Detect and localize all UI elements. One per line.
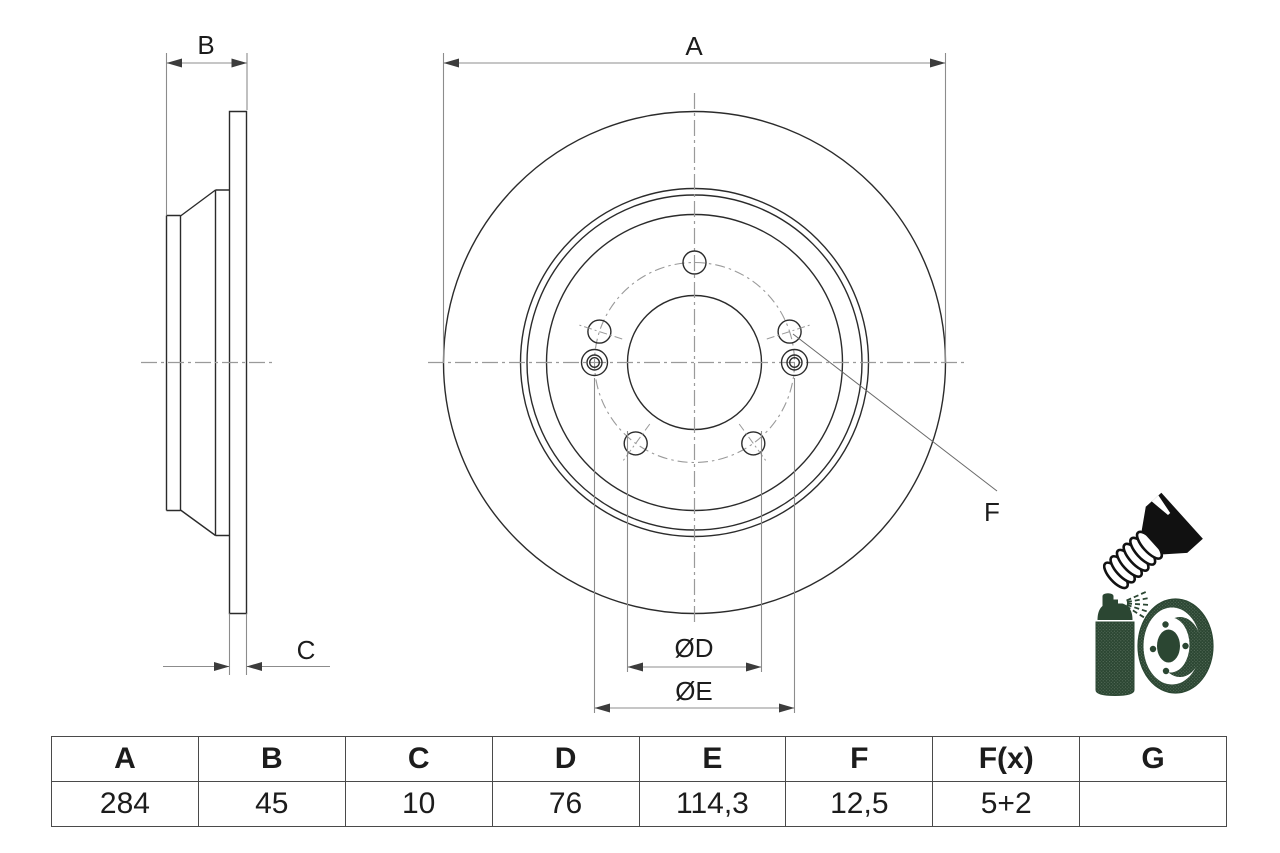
- f-leader-line: [792, 333, 998, 492]
- wheel-bolt-holes: [576, 250, 813, 464]
- spray-can: [1095, 591, 1149, 697]
- value-cell-c: 10: [344, 781, 493, 827]
- dim-label-f: F: [984, 497, 1000, 527]
- coated-disc: [1137, 598, 1214, 694]
- header-cell-fx: F(x): [932, 736, 1081, 782]
- dim-label-a: A: [685, 31, 703, 61]
- technical-drawing: B C: [141, 30, 1214, 713]
- value-cell-e: 114,3: [638, 781, 787, 827]
- header-cell-e: E: [638, 736, 787, 782]
- header-cell-d: D: [491, 736, 640, 782]
- dimension-c: C: [163, 613, 330, 675]
- value-cell-d: 76: [491, 781, 640, 827]
- dim-label-b: B: [197, 30, 214, 60]
- dimension-d: ØD: [626, 431, 763, 672]
- header-cell-b: B: [197, 736, 346, 782]
- dim-label-d: ØD: [675, 633, 714, 663]
- spec-table-value-row: 284 45 10 76 114,3 12,5 5+2: [51, 781, 1227, 827]
- value-cell-f: 12,5: [785, 781, 934, 827]
- front-view: A ØD ØE F: [428, 31, 1000, 713]
- side-view: B C: [141, 30, 330, 675]
- dim-label-e: ØE: [675, 676, 713, 706]
- dimension-a: A: [442, 31, 947, 362]
- dim-label-c: C: [297, 635, 316, 665]
- dimension-f: F: [792, 333, 1000, 527]
- dimension-b: B: [165, 30, 248, 215]
- header-cell-f: F: [785, 736, 934, 782]
- spray-can-and-disc-icon: [1095, 591, 1214, 697]
- dimension-spec-table: A B C D E F F(x) G 284 45 10 76 114,3 12…: [51, 736, 1227, 827]
- countersunk-screw-icon: [1102, 492, 1203, 590]
- dimension-e: ØE: [593, 378, 796, 713]
- spray-mist: [1125, 591, 1149, 619]
- header-cell-g: G: [1079, 736, 1227, 782]
- value-cell-a: 284: [51, 781, 199, 827]
- header-cell-c: C: [344, 736, 493, 782]
- value-cell-fx: 5+2: [932, 781, 1081, 827]
- header-cell-a: A: [51, 736, 199, 782]
- spec-table-header-row: A B C D E F F(x) G: [51, 736, 1227, 782]
- value-cell-b: 45: [197, 781, 346, 827]
- value-cell-g: [1079, 781, 1227, 827]
- locating-screw-holes: [580, 348, 809, 377]
